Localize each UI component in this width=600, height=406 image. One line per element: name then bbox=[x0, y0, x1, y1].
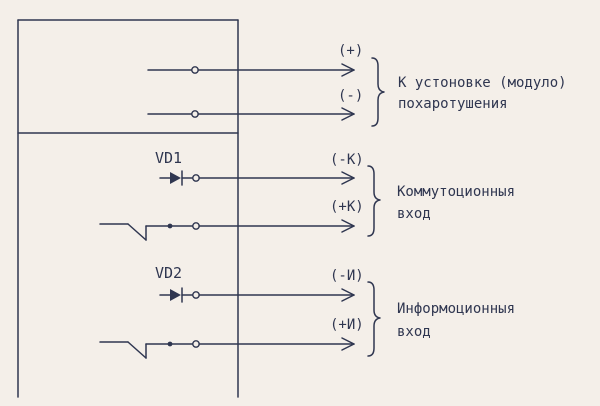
switch-contact-i-line: (+И) bbox=[99, 317, 364, 359]
info-label-line2: вход bbox=[397, 324, 431, 340]
vd2-diode-icon bbox=[170, 289, 181, 301]
extinguisher-label-line1: К устоновке (модуло) bbox=[398, 75, 567, 91]
vd2-diode-line: (-И) bbox=[159, 268, 364, 303]
switch-contact-icon bbox=[127, 223, 147, 241]
vd1-label: VD1 bbox=[155, 149, 182, 167]
arrow-head bbox=[341, 219, 355, 233]
switching-label-line2: вход bbox=[397, 206, 431, 222]
terminal-plus-i bbox=[192, 340, 200, 348]
label-plus-i: (+И) bbox=[330, 317, 364, 333]
output-minus-line: (-) bbox=[147, 88, 363, 121]
label-minus: (-) bbox=[338, 88, 363, 104]
device-housing bbox=[17, 19, 239, 398]
brace-extinguisher bbox=[371, 57, 385, 127]
terminal-minus-i bbox=[192, 291, 200, 299]
extinguisher-label-line2: похаротушения bbox=[398, 96, 508, 112]
arrow-head bbox=[341, 337, 355, 351]
arrow-head bbox=[341, 288, 355, 302]
label-minus-k: (-K) bbox=[330, 152, 364, 168]
switch-contact-k-line: (+K) bbox=[99, 199, 364, 241]
terminal-plus bbox=[191, 66, 199, 74]
info-label-line1: Информоционныя bbox=[397, 301, 515, 317]
vd2-label: VD2 bbox=[155, 264, 182, 282]
brace-info bbox=[367, 281, 381, 357]
brace-switching bbox=[367, 165, 381, 237]
terminal-plus-k bbox=[192, 222, 200, 230]
label-plus: (+) bbox=[338, 43, 363, 59]
switch-contact-icon bbox=[127, 341, 147, 359]
arrow-head bbox=[341, 171, 355, 185]
label-minus-i: (-И) bbox=[330, 268, 364, 284]
output-plus-line: (+) bbox=[147, 43, 363, 77]
arrow-head bbox=[341, 63, 355, 77]
arrow-head bbox=[341, 107, 355, 121]
switching-label-line1: Коммутоционныя bbox=[397, 184, 515, 200]
label-plus-k: (+K) bbox=[330, 199, 364, 215]
vd1-diode-line: (-K) bbox=[159, 152, 364, 186]
vd1-diode-icon bbox=[170, 172, 181, 184]
terminal-minus-k bbox=[192, 174, 200, 182]
terminal-minus bbox=[191, 110, 199, 118]
